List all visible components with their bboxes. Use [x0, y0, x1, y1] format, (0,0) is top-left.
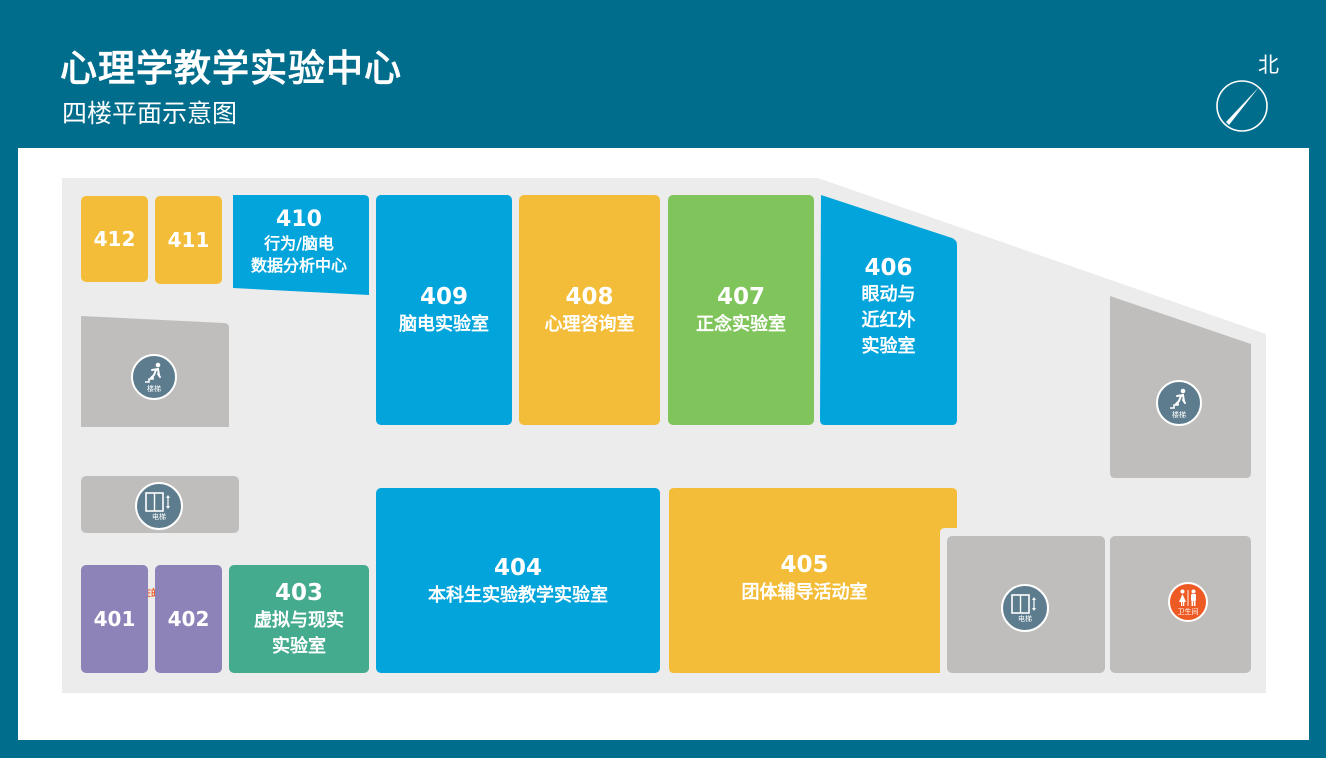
north-label: 北: [1258, 53, 1279, 77]
room-403[interactable]: 403 虚拟与现实 实验室: [229, 565, 369, 673]
map-panel: 412 411 410 行为/脑电 数据分析中心 楼梯 您所在的位置: [18, 148, 1309, 740]
stairs-right-label: 楼梯: [1172, 410, 1186, 419]
room-403-name-line1: 虚拟与现实: [254, 610, 344, 631]
room-412-number: 412: [93, 227, 136, 251]
room-406-name-line1: 眼动与: [861, 284, 916, 305]
room-403-number: 403: [274, 580, 323, 606]
elevator-icon: [145, 491, 170, 512]
room-401-number: 401: [93, 607, 136, 631]
stairs-left-label: 楼梯: [147, 384, 161, 393]
room-402[interactable]: 402: [155, 565, 222, 673]
restroom-icon: [1179, 589, 1196, 606]
room-410-name-line2: 数据分析中心: [250, 256, 347, 275]
room-410-name-line1: 行为/脑电: [264, 234, 334, 253]
stairs-left[interactable]: 楼梯: [131, 354, 177, 400]
room-403-name-line2: 实验室: [272, 636, 326, 657]
elevator-left[interactable]: 电梯: [135, 482, 183, 530]
room-412[interactable]: 412: [81, 196, 148, 282]
room-404-name: 本科生实验教学实验室: [428, 584, 608, 606]
room-407-name: 正念实验室: [696, 314, 786, 335]
stairs-icon: [145, 362, 161, 383]
stairs-right[interactable]: 楼梯: [1156, 380, 1202, 426]
room-406-name-line2: 近红外: [861, 310, 916, 331]
restroom[interactable]: 卫生间: [1168, 582, 1208, 622]
room-405[interactable]: 405 团体辅导活动室: [669, 543, 940, 613]
room-406-name-line3: 实验室: [861, 336, 916, 357]
room-407[interactable]: 407 正念实验室: [668, 195, 814, 425]
room-401[interactable]: 401: [81, 565, 148, 673]
map-title: 心理学教学实验中心: [60, 47, 402, 90]
compass-icon: [1216, 80, 1268, 132]
stairs-icon: [1170, 388, 1186, 409]
room-408-name: 心理咨询室: [544, 314, 635, 335]
elevator-left-label: 电梯: [152, 512, 166, 521]
elevator-icon: [1011, 593, 1036, 614]
room-402-number: 402: [167, 607, 210, 631]
map-subtitle: 四楼平面示意图: [62, 99, 238, 128]
room-404-number: 404: [493, 554, 542, 581]
elevator-right-label: 电梯: [1018, 614, 1032, 623]
room-405-number: 405: [780, 552, 829, 578]
room-410[interactable]: 410 行为/脑电 数据分析中心: [229, 202, 369, 282]
room-410-number: 410: [276, 207, 322, 232]
room-408-number: 408: [565, 284, 614, 310]
room-407-number: 407: [716, 284, 765, 310]
room-411[interactable]: 411: [155, 196, 222, 284]
room-406[interactable]: 406 眼动与 近红外 实验室: [820, 252, 957, 362]
room-409[interactable]: 409 脑电实验室: [376, 195, 512, 425]
restroom-label: 卫生间: [1177, 607, 1199, 616]
room-406-number: 406: [864, 255, 913, 281]
elevator-right[interactable]: 电梯: [1001, 584, 1049, 632]
room-411-number: 411: [167, 228, 210, 252]
room-405-name: 团体辅导活动室: [741, 582, 868, 603]
room-409-number: 409: [419, 284, 468, 310]
you-are-here-label: 您所在的位置: [124, 589, 179, 599]
room-404[interactable]: 404 本科生实验教学实验室: [376, 488, 660, 673]
room-409-name: 脑电实验室: [399, 314, 489, 335]
room-408[interactable]: 408 心理咨询室: [519, 195, 660, 425]
